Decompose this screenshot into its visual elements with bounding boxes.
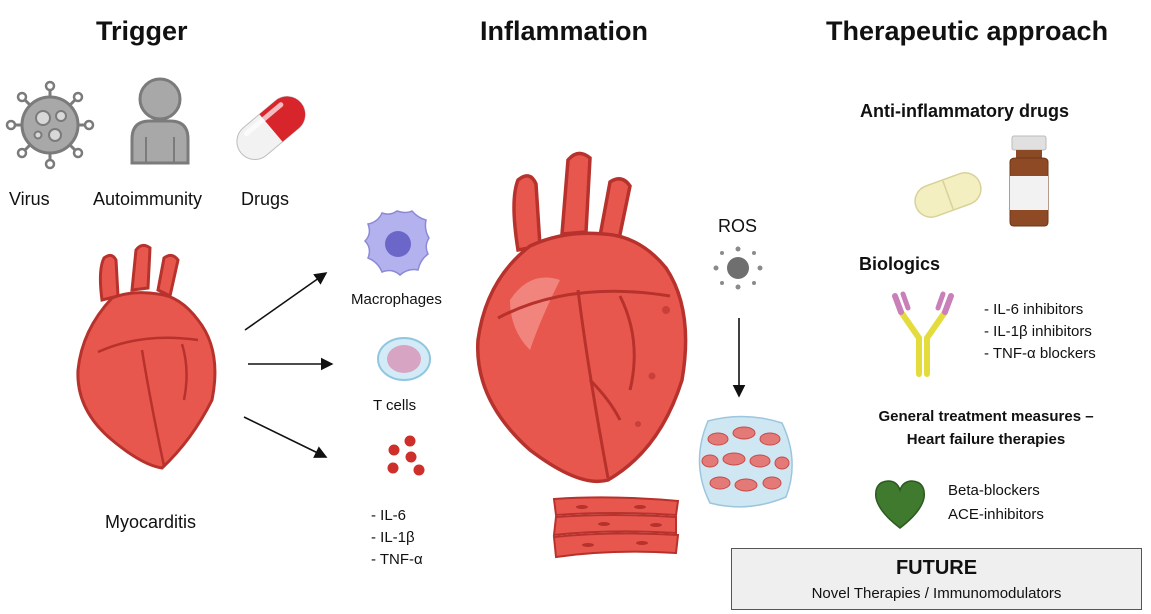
- title-inflammation: Inflammation: [480, 16, 649, 46]
- antibody-icon: [892, 291, 954, 377]
- trigger-virus-label: Virus: [9, 189, 50, 209]
- heart-icon: [76, 243, 217, 470]
- tablet-icon: [914, 172, 982, 218]
- large-heart-icon: [476, 151, 688, 484]
- beta-blockers-label: Beta-blockers: [948, 482, 1040, 499]
- arrows-to-cells: [243, 272, 334, 458]
- ros-label: ROS: [718, 216, 758, 236]
- trigger-autoimmunity-label: Autoimmunity: [93, 189, 203, 209]
- future-title: FUTURE: [895, 557, 978, 579]
- biologics-il6-inhibitors: - IL-6 inhibitors: [984, 301, 1084, 318]
- person-icon: [130, 77, 190, 165]
- biologics-tnfa-blockers: - TNF-α blockers: [984, 345, 1096, 362]
- virus-icon: [5, 80, 95, 170]
- t-cell-icon: [377, 337, 431, 381]
- cytokine-il1b: - IL-1β: [371, 529, 415, 546]
- damaged-tissue-icon: [698, 415, 793, 508]
- arrow-to-cytokines: [243, 416, 328, 458]
- green-heart-icon: [875, 480, 925, 529]
- t-cells-label: T cells: [373, 397, 417, 414]
- general-treatment-heading-line1: General treatment measures –: [878, 408, 1094, 425]
- macrophages-label: Macrophages: [351, 291, 442, 308]
- ros-arrow: [732, 318, 746, 398]
- myocarditis-label: Myocarditis: [105, 512, 197, 532]
- ros-icon: [713, 246, 763, 290]
- arrow-to-macrophages: [244, 272, 328, 331]
- future-subtitle: Novel Therapies / Immunomodulators: [811, 585, 1062, 602]
- cytokine-tnfa: - TNF-α: [371, 551, 423, 568]
- cytokine-dots-icon: [387, 435, 425, 476]
- ace-inhibitors-label: ACE-inhibitors: [948, 506, 1044, 523]
- capsule-icon: [236, 96, 306, 160]
- medicine-bottle-icon: [1009, 135, 1049, 227]
- general-treatment-heading-line2: Heart failure therapies: [906, 431, 1066, 448]
- macrophage-icon: [363, 210, 430, 276]
- anti-inflammatory-heading: Anti-inflammatory drugs: [860, 101, 1070, 121]
- title-trigger: Trigger: [96, 16, 188, 46]
- muscle-tissue-icon: [552, 496, 680, 559]
- title-therapeutic-approach: Therapeutic approach: [826, 16, 1109, 46]
- future-box: FUTURE Novel Therapies / Immunomodulator…: [731, 548, 1142, 610]
- biologics-il1b-inhibitors: - IL-1β inhibitors: [984, 323, 1092, 340]
- trigger-drugs-label: Drugs: [241, 189, 290, 209]
- cytokine-il6: - IL-6: [371, 507, 407, 524]
- biologics-heading: Biologics: [859, 254, 941, 274]
